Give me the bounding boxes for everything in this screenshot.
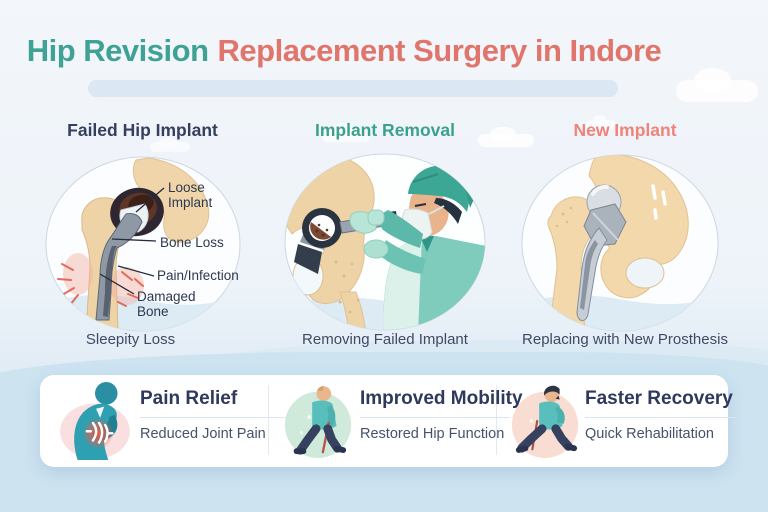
cloud-icon (478, 126, 534, 147)
title-underline-band (88, 80, 618, 97)
cloud-icon (322, 123, 370, 142)
pain-marks (57, 263, 144, 307)
bar-divider (496, 385, 497, 455)
label-loose-implant: Loose Implant (168, 180, 213, 211)
debris-dots (315, 223, 329, 237)
prosthesis-stem-shade (580, 240, 598, 310)
surgeon-arm-lower (379, 240, 426, 274)
panel-new-header: New Implant (573, 120, 677, 140)
panel-removal-header: Implant Removal (314, 120, 456, 140)
back-pain-icon (60, 382, 130, 460)
implant-removal-illustration (284, 153, 486, 331)
bone-glints (651, 184, 667, 220)
page-title-highlight: Hip Revision (26, 33, 209, 68)
obturator-hole (625, 257, 665, 289)
label-pain-infection: Pain/Infection (157, 268, 239, 283)
cloud-icon (150, 136, 190, 152)
benefits-bar: Pain Relief Reduced Joint Pain Improved … (40, 375, 735, 467)
brisk-walking-icon (511, 385, 579, 459)
new-prosthesis (576, 184, 627, 321)
surgeon-glove-2 (363, 239, 389, 259)
panel-failed-header: Failed Hip Implant (67, 120, 218, 140)
walking-with-cane-icon (284, 385, 352, 459)
old-implant (294, 244, 322, 274)
benefit-divider (360, 417, 510, 418)
label-bone-loss: Bone Loss (160, 235, 224, 250)
label-lines (99, 187, 165, 295)
surgeon-fingers (367, 209, 385, 226)
page-title-rest: Replacement Surgery in Indore (217, 33, 662, 68)
label-damaged-bone: Damaged Bone (137, 289, 196, 320)
pain-glow (63, 253, 93, 295)
cloud-icon (586, 115, 616, 129)
cloud-icon (676, 67, 758, 102)
surgeon-eye (414, 203, 427, 207)
benefit-faster-recovery: Faster Recovery Quick Rehabilitation (585, 388, 735, 442)
benefit-divider (140, 417, 290, 418)
panel-new-caption: Replacing with New Prosthesis (522, 331, 728, 348)
new-implant-illustration (521, 154, 719, 332)
failed-hip-illustration (45, 156, 241, 332)
benefit-subtitle: Restored Hip Function (360, 426, 505, 442)
panel-failed-caption: Sleepity Loss (85, 331, 176, 348)
panel-removal-caption: Removing Failed Implant (302, 331, 468, 348)
implant-stem-shadow (103, 246, 117, 317)
cap-fold (412, 173, 439, 183)
benefit-title: Pain Relief (140, 388, 238, 409)
pain-glow (110, 267, 144, 305)
bar-divider (268, 385, 269, 455)
benefit-title: Improved Mobility (360, 388, 523, 409)
benefit-improved-mobility: Improved Mobility Restored Hip Function (360, 388, 523, 442)
surgeon-hair (434, 198, 462, 224)
surgeon-arm-upper (375, 210, 423, 248)
benefit-pain-relief: Pain Relief Reduced Joint Pain (140, 388, 290, 442)
bone-speckles (334, 260, 360, 314)
extractor-debris (310, 222, 331, 240)
bone-speckles (555, 206, 573, 228)
benefit-title: Faster Recovery (585, 388, 733, 409)
benefit-divider (585, 417, 735, 418)
benefit-subtitle: Reduced Joint Pain (140, 426, 266, 442)
mask-strap (428, 205, 445, 215)
benefit-subtitle: Quick Rehabilitation (585, 426, 714, 442)
